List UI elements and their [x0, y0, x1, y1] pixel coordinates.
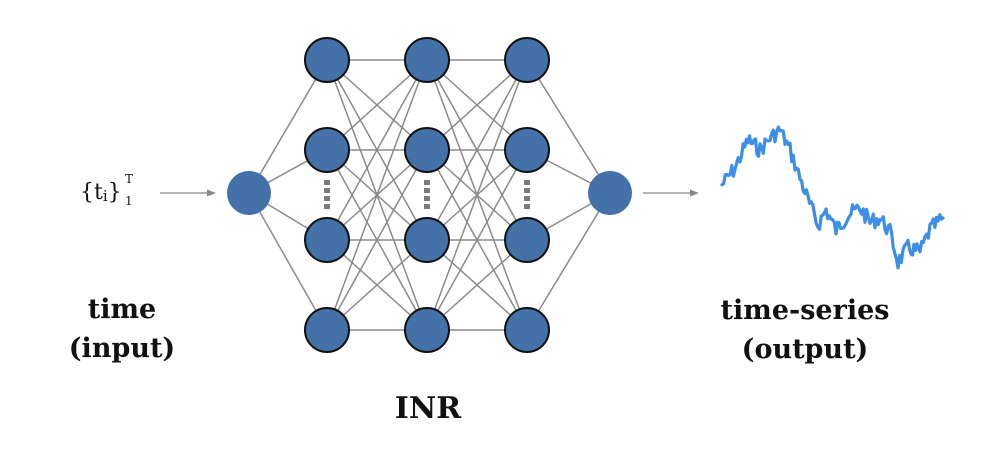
input-arrow — [160, 189, 216, 197]
notation-open-brace: { — [80, 180, 94, 205]
hidden-node — [304, 37, 350, 83]
output-time-series-line — [720, 125, 945, 270]
ellipsis-dot — [324, 204, 330, 209]
hidden-node — [304, 307, 350, 353]
edge-hidden-to-output — [526, 59, 611, 194]
hidden-node — [304, 217, 350, 263]
edge-hidden-to-hidden — [326, 149, 428, 331]
edge-hidden-to-hidden — [426, 59, 528, 331]
input-label-line1: time — [88, 294, 156, 325]
edge-hidden-to-hidden — [426, 149, 528, 331]
network-label: INR — [395, 391, 462, 426]
edge-hidden-to-output — [526, 192, 611, 331]
ellipsis-dot — [524, 188, 530, 193]
notation-subscript: 1 — [125, 194, 133, 208]
ellipsis-dot — [324, 180, 330, 185]
svg-text:{ti}: {ti} — [80, 180, 122, 205]
edge-hidden-to-hidden — [426, 59, 528, 241]
hidden-node — [404, 37, 450, 83]
ellipsis-dot — [424, 188, 430, 193]
hidden-node — [404, 307, 450, 353]
output-label-line1: time-series — [721, 295, 890, 326]
hidden-node — [504, 37, 550, 83]
edge-hidden-to-hidden — [326, 59, 428, 241]
hidden-node — [304, 127, 350, 173]
output-node — [588, 171, 632, 215]
edge-input-to-hidden — [248, 192, 328, 331]
output-label-line2: (output) — [742, 334, 869, 365]
input-label-line2: (input) — [69, 333, 175, 364]
ellipsis-dot — [424, 180, 430, 185]
ellipsis-dot — [324, 188, 330, 193]
hidden-node — [504, 127, 550, 173]
notation-close-brace: } — [108, 180, 122, 205]
ellipsis-dot — [524, 180, 530, 185]
ellipsis-dot — [524, 196, 530, 201]
hidden-node — [504, 217, 550, 263]
edge-input-to-hidden — [248, 59, 328, 194]
notation-variable: t — [94, 180, 103, 205]
hidden-node — [404, 127, 450, 173]
edge-hidden-to-hidden — [326, 59, 428, 331]
notation-index: i — [103, 187, 108, 205]
ellipsis-dot — [524, 204, 530, 209]
ellipsis-dot — [424, 196, 430, 201]
network-edges — [248, 59, 611, 331]
output-arrow — [643, 189, 699, 197]
ellipsis-dots — [324, 180, 530, 209]
network-nodes — [227, 37, 632, 353]
input-node — [227, 171, 271, 215]
ellipsis-dot — [324, 196, 330, 201]
hidden-node — [504, 307, 550, 353]
hidden-node — [404, 217, 450, 263]
notation-superscript: T — [125, 172, 133, 186]
ellipsis-dot — [424, 204, 430, 209]
input-notation: {ti} T 1 — [80, 172, 133, 208]
